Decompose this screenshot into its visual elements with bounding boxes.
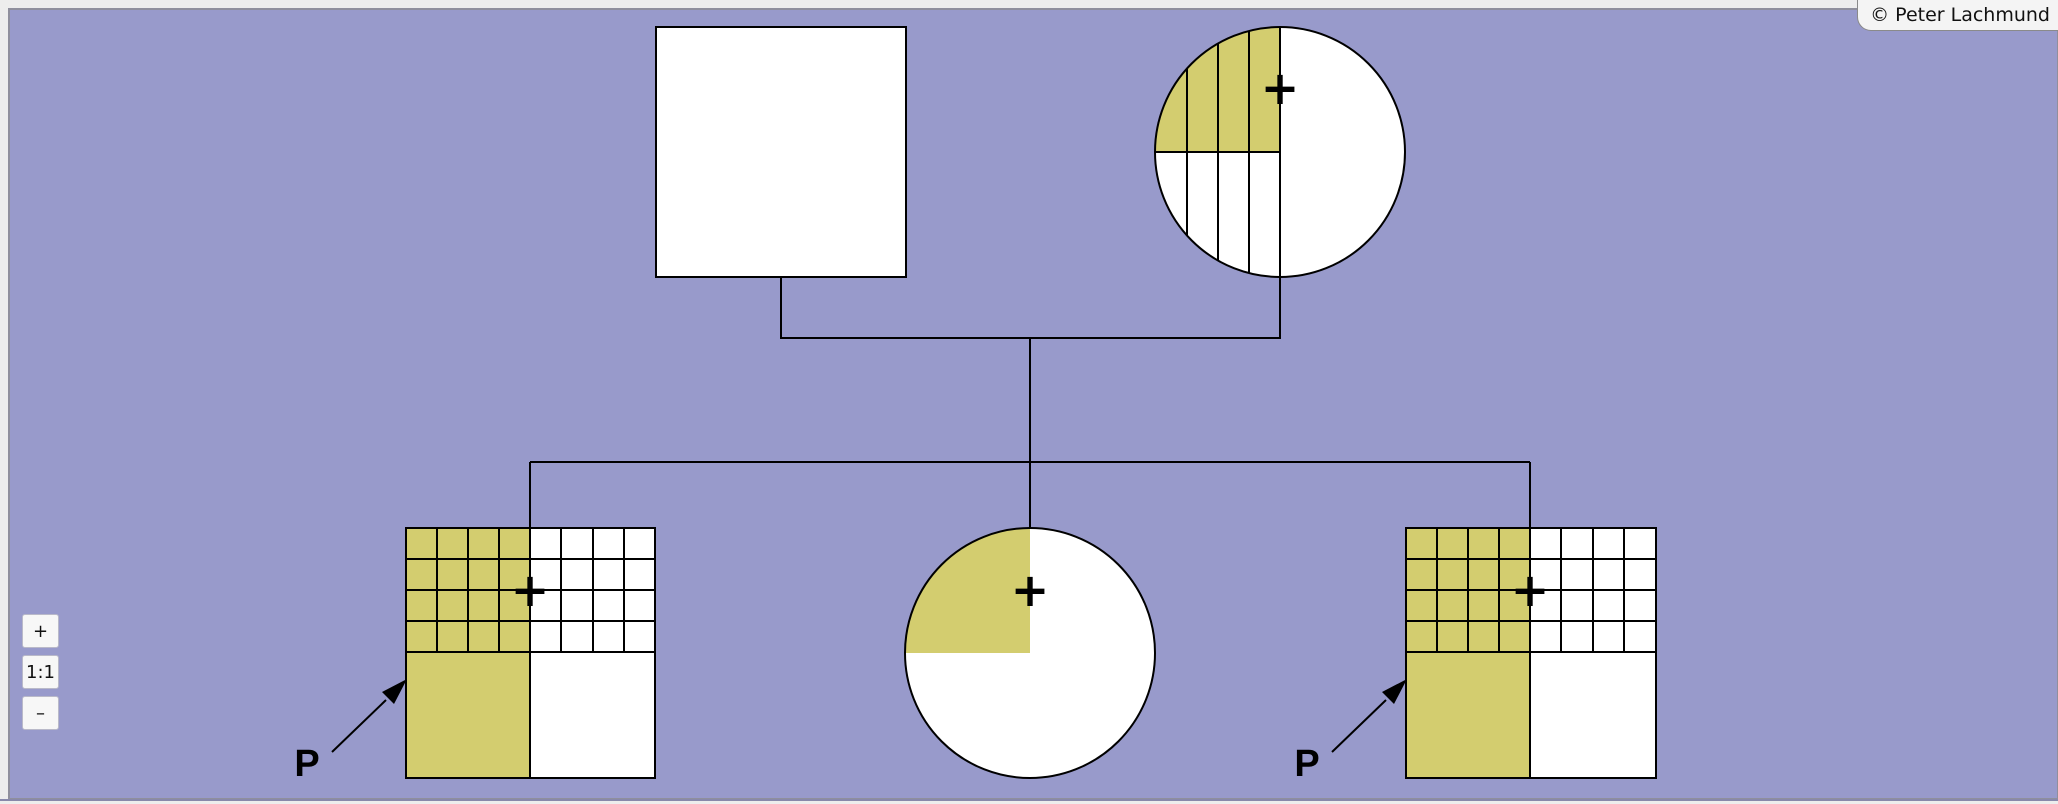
proband-label-2: P: [1294, 743, 1319, 785]
zoom-in-button[interactable]: +: [22, 614, 59, 648]
child3-carrier-marker: +: [1511, 563, 1550, 617]
child3-symbol[interactable]: [1405, 527, 1657, 779]
zoom-reset-button[interactable]: 1:1: [22, 655, 59, 689]
proband-arrow-2: [1331, 679, 1407, 753]
copyright-label: © Peter Lachmund: [1857, 0, 2058, 31]
child2-carrier-marker: +: [1011, 563, 1050, 617]
father-symbol[interactable]: [655, 26, 907, 278]
pedigree-lines: [529, 277, 1531, 528]
mother-carrier-marker: +: [1261, 61, 1300, 115]
zoom-out-button[interactable]: –: [22, 696, 59, 730]
child2-symbol[interactable]: [904, 527, 1156, 779]
proband-arrow-1: [331, 679, 407, 753]
proband-label-1: P: [294, 743, 319, 785]
child1-symbol[interactable]: [405, 527, 656, 779]
child1-carrier-marker: +: [511, 563, 550, 617]
